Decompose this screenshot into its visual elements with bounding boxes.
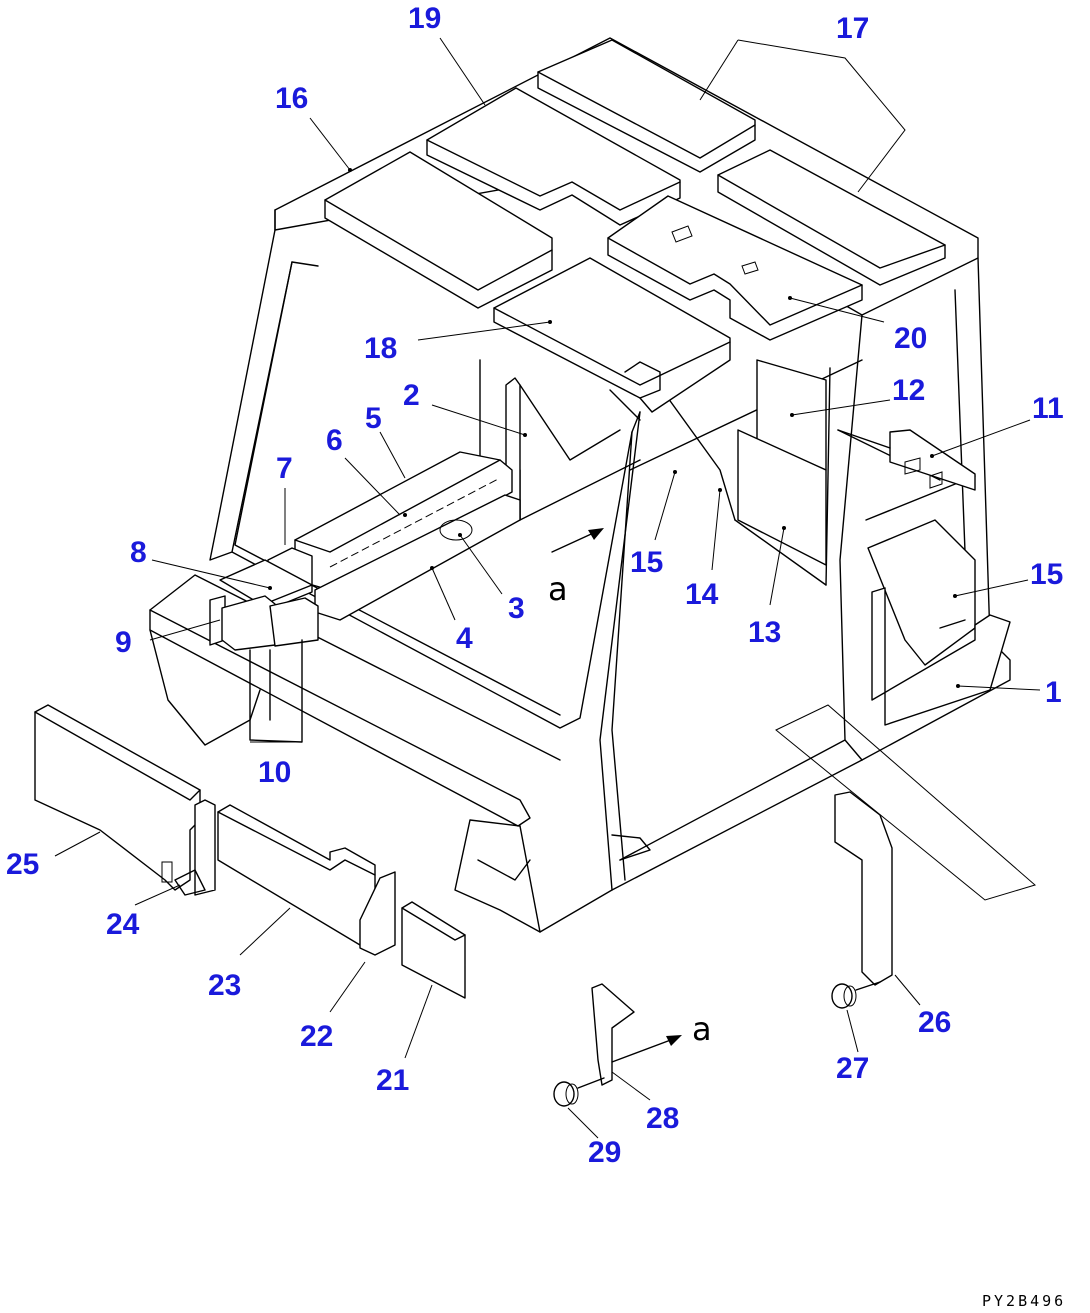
callout-7: 7 xyxy=(276,452,293,485)
callout-16: 16 xyxy=(275,82,308,115)
leader-lines xyxy=(54,37,1041,1139)
bracket-28 xyxy=(591,983,635,1086)
panel-8 xyxy=(219,559,313,606)
roof-panels xyxy=(324,39,946,413)
callout-12: 12 xyxy=(892,374,925,407)
drawing-code: PY2B496 xyxy=(982,1292,1066,1310)
knob-29 xyxy=(553,1081,575,1107)
roof-panel-18 xyxy=(493,257,731,413)
panel-11 xyxy=(889,429,976,491)
panel-23 xyxy=(217,804,376,946)
callout-4: 4 xyxy=(456,622,473,655)
callout-11: 11 xyxy=(1032,392,1064,425)
callout-15-left: 15 xyxy=(630,546,663,579)
callout-24: 24 xyxy=(106,908,140,941)
callout-25: 25 xyxy=(6,848,39,881)
roof-panel-16 xyxy=(324,151,553,309)
callout-21: 21 xyxy=(376,1064,409,1097)
callout-3: 3 xyxy=(508,592,525,625)
panel-10a xyxy=(221,595,276,651)
callout-13: 13 xyxy=(748,616,781,649)
callout-15-right: 15 xyxy=(1030,558,1063,591)
callout-29: 29 xyxy=(588,1136,621,1169)
knob-27 xyxy=(831,983,853,1009)
callout-2: 2 xyxy=(403,379,420,412)
callout-23: 23 xyxy=(208,969,241,1002)
callout-1: 1 xyxy=(1045,676,1062,709)
callout-26: 26 xyxy=(918,1006,951,1039)
roof-panel-17b xyxy=(717,149,946,286)
callout-6: 6 xyxy=(326,424,343,457)
panel-25 xyxy=(34,704,201,891)
callout-8: 8 xyxy=(130,536,147,569)
leader-dots xyxy=(268,168,960,688)
loose-parts xyxy=(34,704,893,1107)
callout-5: 5 xyxy=(365,402,382,435)
console-assembly xyxy=(209,451,521,743)
callout-20: 20 xyxy=(894,322,927,355)
view-a-arrows xyxy=(551,528,682,1063)
callout-9: 9 xyxy=(115,626,132,659)
callout-labels: 19 17 16 20 18 12 2 11 5 6 7 8 15 15 14 … xyxy=(6,2,1064,1169)
panel-1 xyxy=(871,587,1011,726)
callout-27: 27 xyxy=(836,1052,869,1085)
roof-panel-19 xyxy=(426,87,681,226)
interior-panels xyxy=(505,359,1037,901)
bracket-22 xyxy=(359,871,396,956)
callout-28: 28 xyxy=(646,1102,679,1135)
callout-22: 22 xyxy=(300,1020,333,1053)
callout-18: 18 xyxy=(364,332,397,365)
callout-14: 14 xyxy=(685,578,719,611)
panel-13 xyxy=(737,429,827,566)
view-a-label-upper: a xyxy=(548,570,568,608)
callout-19: 19 xyxy=(408,2,441,35)
callout-10: 10 xyxy=(258,756,291,789)
view-a-label-lower: a xyxy=(692,1010,712,1048)
bracket-24 xyxy=(194,799,216,896)
panel-10b xyxy=(269,597,319,647)
pad-21 xyxy=(401,901,466,999)
panel-26 xyxy=(834,791,893,986)
callout-17: 17 xyxy=(836,12,869,45)
roof-panel-17a xyxy=(537,39,756,173)
